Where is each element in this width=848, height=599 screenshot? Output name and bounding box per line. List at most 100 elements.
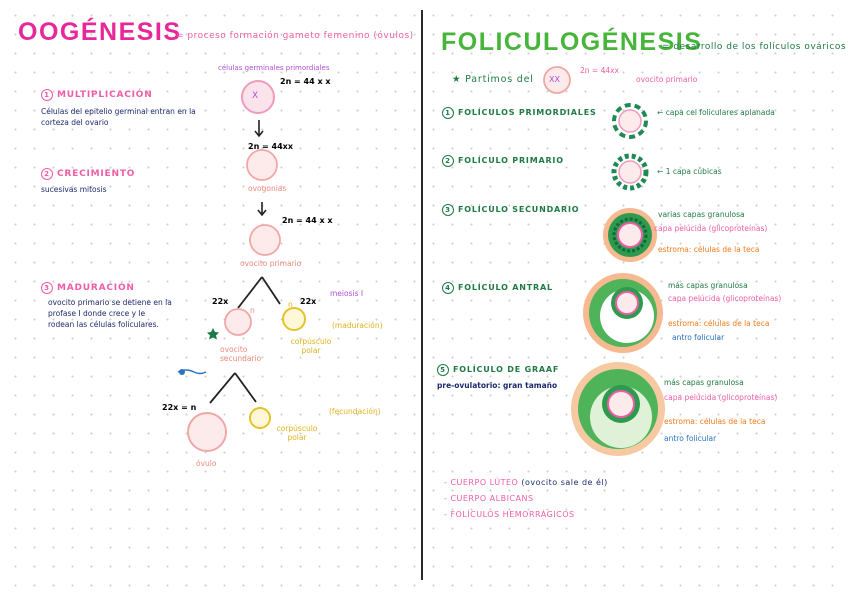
page-title-folliculogenesis: FOLICULOGÉNESIS [441,28,703,56]
primordial-follicle [612,103,648,139]
bottom-list-item-3-text: FOLÍCULOS HEMORRÁGICOS [450,510,575,519]
bottom-list-item-1: - CUERPO LÚTEO (ovocito sale de él) [444,478,608,487]
follicle-5-note-2: capa pelúcida (glicoproteínas) [664,393,778,402]
follicle-3-note-3: estroma: células de la teca [658,245,760,254]
bottom-list-item-3: - FOLÍCULOS HEMORRÁGICOS [444,510,575,519]
graaf-note: pre-ovulatorio: gran tamaño [437,381,558,390]
follicle-4-note-2: capa pelúcida (glicoproteínas) [668,294,782,303]
follicle-1-name: FOLÍCULOS PRIMORDIALES [458,108,597,117]
follicle-1-note: ← capa cel foliculares aplanada [657,108,775,117]
start-ploidy: 2n = 44xx [580,66,619,75]
follicle-2-heading: 2 FOLÍCULO PRIMARIO [442,155,564,167]
step2-text: sucesivas mitosis [41,185,107,194]
follicle-2-note-text: 1 capa cúbicas [665,167,722,176]
bottom-list-item-1-note: (ovocito sale de él) [521,478,608,487]
follicle-3-note-1: varias capas granulosa [658,210,745,219]
follicle-5-number: 5 [437,364,449,376]
polar-body-label-1: corpúsculo polar [290,337,332,355]
antral-follicle [583,273,663,353]
ovogonia-cell [246,149,278,181]
step1-text: Células del epitelio germinal entran en … [41,107,196,127]
n-label-1: n [250,306,255,315]
secondary-oocyte-cell [224,308,252,336]
polar-body-label-2: corpúsculo polar [276,424,318,442]
star-icon-start: ★ [452,74,462,85]
follicle-2-number: 2 [442,155,454,167]
arrow-left-icon: ← [657,108,664,117]
ploidy-label-germ: 2n = 44 x x [280,77,331,86]
primary-follicle [611,153,649,191]
step3-text: ovocito primario se detiene en la profas… [48,298,172,329]
step2-title: CRECIMIENTO [57,169,136,179]
folliculogenesis-subtitle: = desarrollo de los folículos ováricos [662,42,847,52]
follicle-2-name: FOLÍCULO PRIMARIO [458,156,564,165]
bottom-list-item-2-text: CUERPO ALBICANS [450,494,534,503]
start-cell-glyph: XX [549,75,560,84]
follicle-2-note: ← 1 capa cúbicas [657,167,722,176]
follicle-4-heading: 4 FOLÍCULO ANTRAL [442,282,553,294]
follicle-3-number: 3 [442,204,454,216]
ovule-cell [187,412,227,452]
step1-number: 1 [41,89,53,101]
follicle-5-note-1: más capas granulosa [664,378,744,387]
meiosis-branch [237,276,281,309]
follicle-5-note-3: estroma: células de la teca [664,417,766,426]
maturation-note: (maduración) [332,321,383,330]
n-label-2: n [288,300,293,309]
ploidy-22x-left: 22x [212,297,229,306]
fertilization-note: (fecundación) [329,407,381,416]
follicle-4-note-3: estroma: células de la teca [668,319,770,328]
polar-body-cell-2 [249,407,271,429]
step3-number: 3 [41,282,53,294]
polar-body-cell-1 [282,307,306,331]
follicle-4-number: 4 [442,282,454,294]
step2-heading: 2 CRECIMIENTO [41,168,135,180]
primary-oocyte-label: ovocito primario [240,259,302,268]
follicle-3-note-2: capa pelúcida (glicoproteínas) [654,224,768,233]
step3-title: MADURACIÓN [57,283,135,293]
start-line-text: Partimos del [465,74,534,85]
ovule-label: óvulo [196,459,217,468]
follicle-3-name: FOLÍCULO SECUNDARIO [458,205,580,214]
follicle-5-heading: 5 FOLÍCULO DE GRAAF [437,364,559,376]
star-icon [207,328,219,340]
germ-cell [241,80,275,114]
germ-cells-label: células germinales primordiales [218,64,330,72]
follicle-4-note-4: antro folicular [672,333,725,342]
follicle-5-name: FOLÍCULO DE GRAAF [453,365,560,374]
oogenesis-subtitle: = proceso formación gameto femenino (óvu… [176,31,414,41]
meiosis-label: meiosis I [330,289,364,298]
ploidy-22x-right: 22x [300,297,317,306]
chromosome-glyph: X [252,91,259,101]
follicle-3-heading: 3 FOLÍCULO SECUNDARIO [442,204,579,216]
start-line: ★ Partimos del [452,74,534,85]
bottom-list-item-2: - CUERPO ALBICANS [444,494,534,503]
arrow-down-2 [257,202,267,217]
step1-title: MULTIPLICACIÓN [57,90,153,100]
secondary-follicle [603,208,657,262]
bottom-list-item-1-text: CUERPO LÚTEO [450,478,519,487]
step1-heading: 1 MULTIPLICACIÓN [41,89,153,101]
follicle-5-note-4: antro folicular [664,434,717,443]
arrow-down-1 [254,120,264,138]
start-oocyte-cell [543,66,571,94]
secondary-oocyte-label: ovocito secundario [220,345,262,363]
ploidy-label-primary: 2n = 44 x x [282,216,333,225]
step2-number: 2 [41,168,53,180]
start-cell-name: ovocito primario [636,75,698,84]
page-title-oogenesis: OOGÉNESIS [18,18,182,46]
ploidy-22x-n: 22x = n [162,403,197,412]
follicle-4-name: FOLÍCULO ANTRAL [458,283,553,292]
arrow-left-icon: ← [657,167,664,176]
ovogonia-label: ovogonias [248,184,287,193]
follicle-1-heading: 1 FOLÍCULOS PRIMORDIALES [442,107,597,119]
graaf-follicle [571,362,665,456]
ploidy-label-ovogonia: 2n = 44xx [248,142,293,151]
step3-heading: 3 MADURACIÓN [41,282,135,294]
follicle-1-note-text: capa cel foliculares aplanada [665,108,775,117]
primary-oocyte-cell [249,224,281,256]
follicle-1-number: 1 [442,107,454,119]
page-divider [421,10,423,580]
